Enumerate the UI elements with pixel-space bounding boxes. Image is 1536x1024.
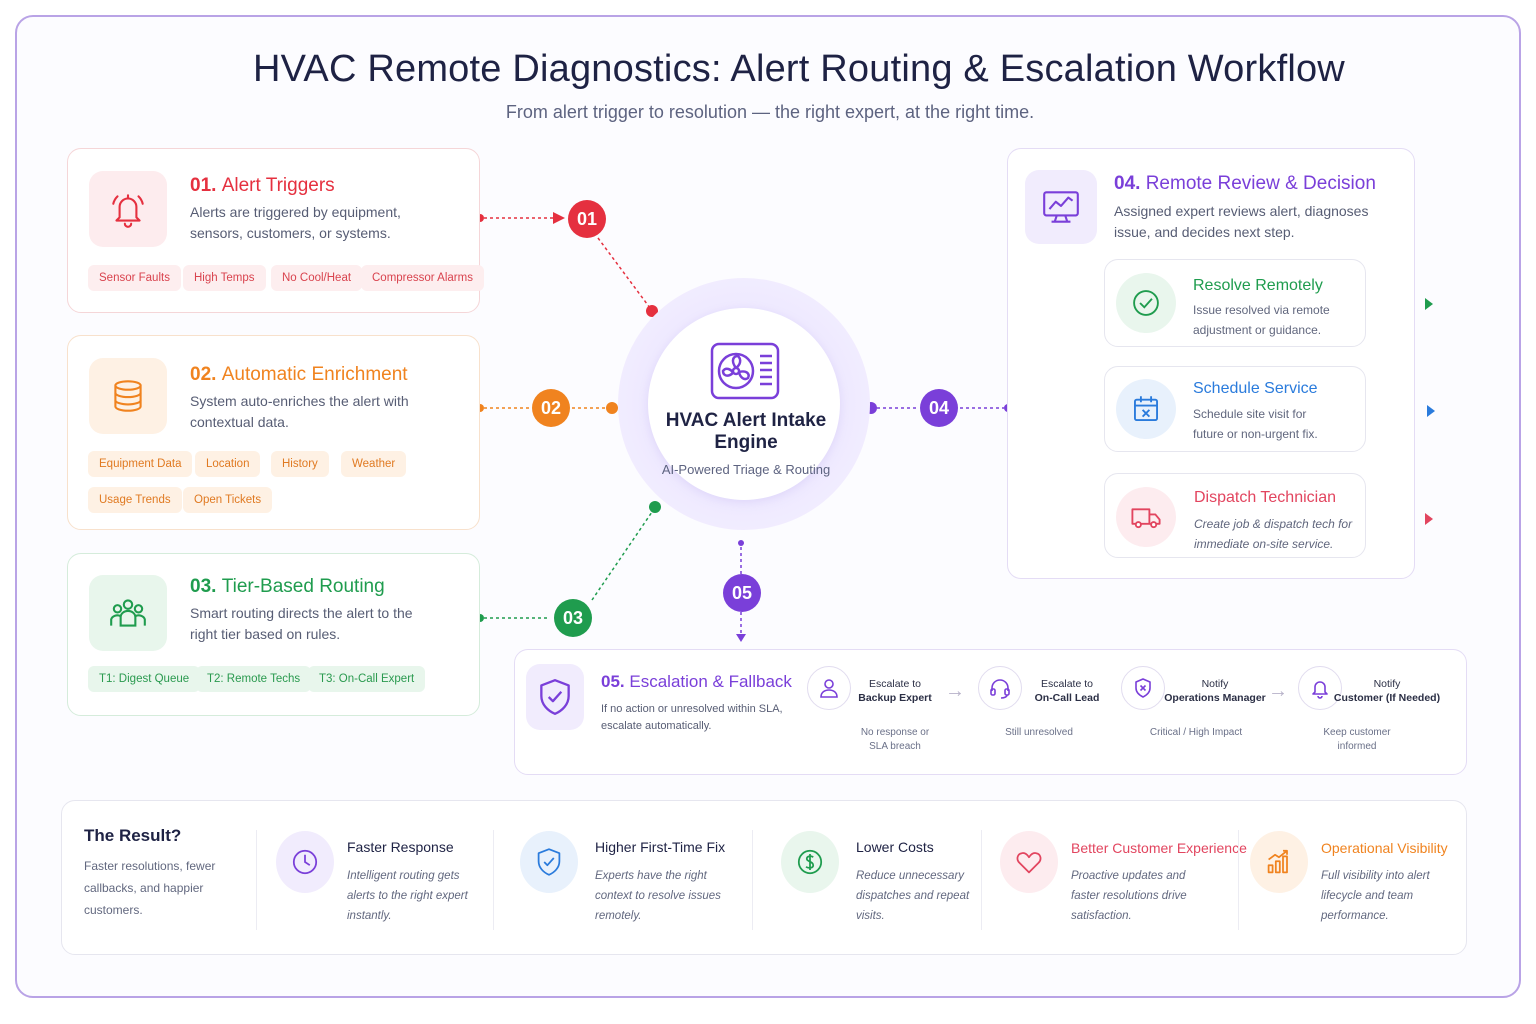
hub-circle	[648, 308, 840, 500]
shield-check-icon	[526, 664, 584, 730]
headset-icon	[978, 666, 1022, 710]
stage-escalation-desc: If no action or unresolved within SLA, e…	[601, 703, 783, 732]
divider	[981, 830, 982, 930]
chip-compressor-alarms: Compressor Alarms	[361, 265, 484, 291]
result-first-time-fix-desc: Experts have the right context to resolv…	[595, 870, 721, 922]
dollar-icon	[781, 831, 839, 893]
divider	[1238, 830, 1239, 930]
calendar-icon	[1116, 379, 1176, 439]
arrow-right-icon: →	[945, 680, 965, 702]
stage-alert-triggers-title: 01. Alert Triggers	[190, 175, 335, 196]
team-icon	[89, 575, 167, 651]
shield-x-icon	[1121, 666, 1165, 710]
chip-sensor-faults: Sensor Faults	[88, 265, 181, 291]
stage-routing-title: 03. Tier-Based Routing	[190, 576, 385, 597]
result-first-time-fix-title: Higher First-Time Fix	[595, 839, 726, 855]
stage-escalation-title: 05. Escalation & Fallback	[601, 672, 792, 691]
divider	[256, 830, 257, 930]
result-customer-experience-desc: Proactive updates and faster resolutions…	[1071, 870, 1187, 922]
monitor-chart-icon	[1025, 170, 1097, 244]
chip-t1: T1: Digest Queue	[88, 666, 201, 692]
chip-usage-trends: Usage Trends	[88, 487, 182, 513]
chip-open-tickets: Open Tickets	[183, 487, 273, 513]
option-dispatch-technician-title: Dispatch Technician	[1194, 489, 1337, 506]
badge-03: 03	[554, 599, 592, 637]
chip-high-temps: High Temps	[183, 265, 266, 291]
page-subtitle: From alert trigger to resolution — the r…	[505, 102, 1035, 122]
stage-alert-triggers-desc: Alerts are triggered by equipment, senso…	[190, 204, 401, 241]
option-resolve-remotely-desc: Issue resolved via remote adjustment or …	[1193, 303, 1330, 337]
chip-t2: T2: Remote Techs	[196, 666, 312, 692]
bar-chart-icon	[1250, 831, 1308, 893]
stage-enrichment-title: 02. Automatic Enrichment	[190, 364, 408, 385]
results-summary: Faster resolutions, fewer callbacks, and…	[84, 859, 216, 917]
arrow-right-icon: →	[1268, 680, 1288, 702]
shield-check-icon	[520, 831, 578, 893]
heart-icon	[1000, 831, 1058, 893]
truck-icon	[1116, 487, 1176, 547]
escalation-step-backup-expert-note: No response or SLA breach	[860, 727, 930, 752]
badge-04: 04	[920, 389, 958, 427]
stage-review-title: 04. Remote Review & Decision	[1114, 173, 1376, 194]
check-circle-icon	[1116, 273, 1176, 333]
option-dispatch-technician-desc: Create job & dispatch tech for immediate…	[1194, 517, 1353, 551]
divider	[493, 830, 494, 930]
escalation-step-notify-customer-note: Keep customer informed	[1323, 727, 1391, 752]
hvac-unit-icon	[710, 342, 780, 402]
badge-02: 02	[532, 389, 570, 427]
hub-subtitle: AI-Powered Triage & Routing	[661, 462, 831, 477]
chip-weather: Weather	[341, 451, 407, 477]
option-resolve-remotely-title: Resolve Remotely	[1193, 277, 1323, 294]
result-faster-response-desc: Intelligent routing gets alerts to the r…	[347, 870, 468, 922]
result-operational-visibility-desc: Full visibility into alert lifecycle and…	[1321, 870, 1430, 922]
option-schedule-service-title: Schedule Service	[1193, 380, 1318, 397]
page-title: HVAC Remote Diagnostics: Alert Routing &…	[253, 48, 1345, 90]
stage-enrichment-desc: System auto-enriches the alert with cont…	[190, 393, 409, 430]
option-schedule-service-desc: Schedule site visit for future or non-ur…	[1193, 407, 1318, 441]
chip-equipment-data: Equipment Data	[88, 451, 193, 477]
badge-01: 01	[568, 200, 606, 238]
stage-review-desc: Assigned expert reviews alert, diagnoses…	[1114, 203, 1369, 240]
escalation-step-operations-manager-note: Critical / High Impact	[1149, 727, 1243, 738]
bell-icon	[1298, 666, 1342, 710]
chip-t3: T3: On-Call Expert	[308, 666, 426, 692]
bell-icon	[89, 171, 167, 247]
database-icon	[89, 358, 167, 434]
chip-no-cool-heat: No Cool/Heat	[271, 265, 363, 291]
escalation-step-on-call-lead-note: Still unresolved	[1005, 727, 1073, 738]
divider	[752, 830, 753, 930]
stage-routing-desc: Smart routing directs the alert to the r…	[190, 605, 413, 642]
clock-icon	[276, 831, 334, 893]
result-faster-response-title: Faster Response	[347, 839, 454, 855]
hub-title: HVAC Alert Intake Engine	[665, 410, 827, 453]
result-lower-costs-desc: Reduce unnecessary dispatches and repeat…	[856, 870, 970, 922]
result-operational-visibility-title: Operational Visibility	[1321, 840, 1448, 856]
chip-history: History	[271, 451, 329, 477]
chip-location: Location	[195, 451, 261, 477]
result-lower-costs-title: Lower Costs	[856, 839, 934, 855]
results-heading: The Result?	[84, 826, 182, 845]
result-customer-experience-title: Better Customer Experience	[1071, 840, 1247, 856]
badge-05: 05	[723, 574, 761, 612]
person-icon	[807, 666, 851, 710]
